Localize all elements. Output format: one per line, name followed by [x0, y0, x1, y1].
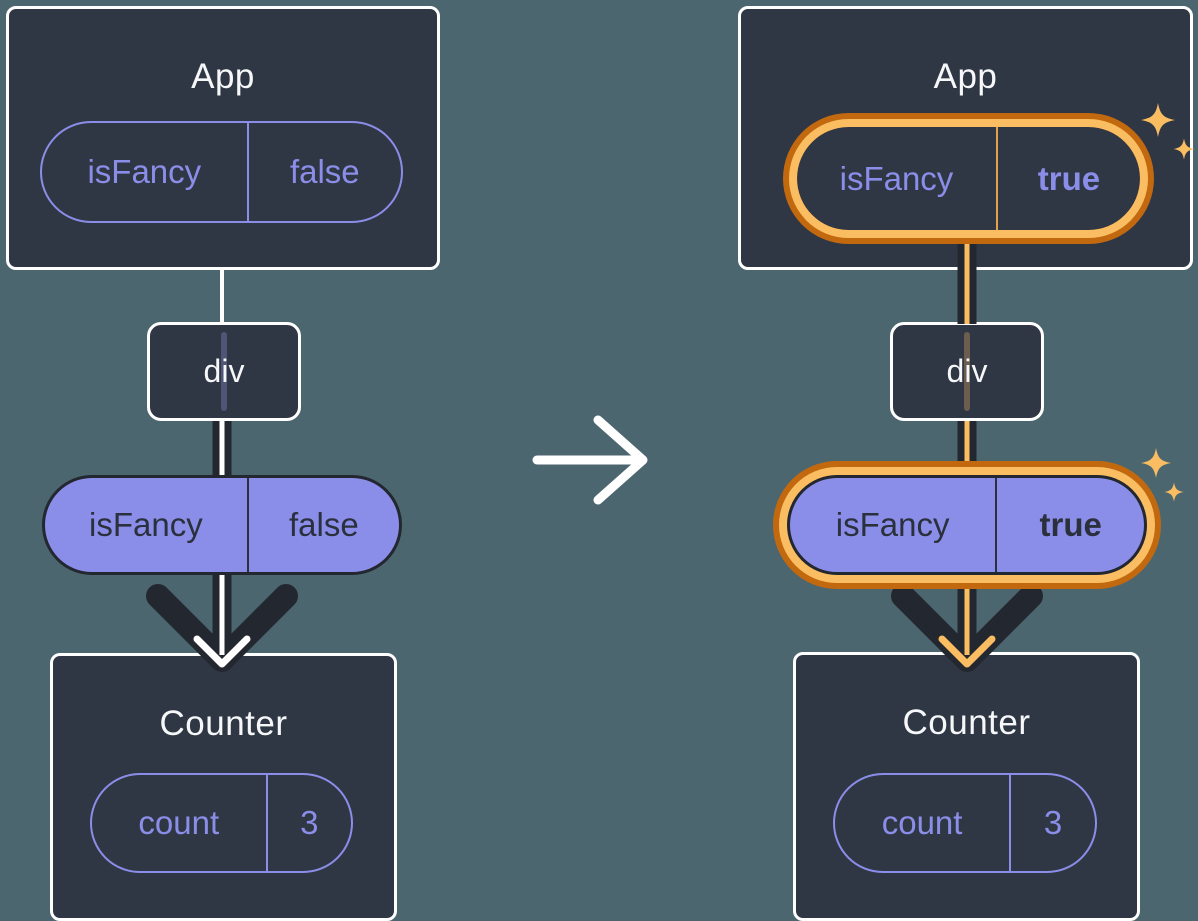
div-node-box-left: div	[147, 322, 301, 421]
component-title: App	[933, 57, 998, 96]
node-label: div	[946, 353, 988, 389]
passed-prop-pill-left: isFancy false	[42, 475, 402, 575]
app-component-box-right: App	[738, 6, 1193, 270]
state-value: false	[246, 123, 401, 221]
state-name: isFancy	[87, 153, 202, 190]
state-trace-line	[221, 332, 227, 411]
down-arrow-icon	[891, 584, 1043, 672]
prop-value: false	[246, 478, 399, 572]
state-pill-app-left: isFancy false	[40, 121, 403, 223]
state-pill-app-right-highlighted: isFancy true	[797, 127, 1140, 230]
state-trace-line	[964, 332, 970, 411]
state-name: count	[138, 804, 220, 841]
prop-name: isFancy	[89, 506, 203, 543]
state-value: 3	[1009, 775, 1095, 871]
sparkle-icon	[1164, 482, 1184, 502]
state-pill-counter-right: count 3	[833, 773, 1097, 873]
node-label: div	[203, 353, 245, 389]
component-title: Counter	[902, 703, 1031, 742]
state-name: isFancy	[839, 159, 954, 197]
state-pill-counter-left: count 3	[90, 773, 353, 873]
component-title: App	[191, 57, 255, 96]
sparkle-icon	[1141, 448, 1171, 478]
prop-value: true	[995, 478, 1144, 572]
prop-name: isFancy	[835, 506, 950, 543]
transition-arrow-icon	[532, 415, 648, 505]
component-title: Counter	[159, 704, 288, 743]
div-node-box-right: div	[890, 322, 1044, 421]
passed-prop-pill-right-highlighted: isFancy true	[787, 475, 1147, 575]
down-arrow-icon	[146, 584, 298, 672]
state-value: 3	[265, 775, 351, 871]
state-value: true	[995, 127, 1140, 230]
state-name: count	[881, 804, 963, 841]
